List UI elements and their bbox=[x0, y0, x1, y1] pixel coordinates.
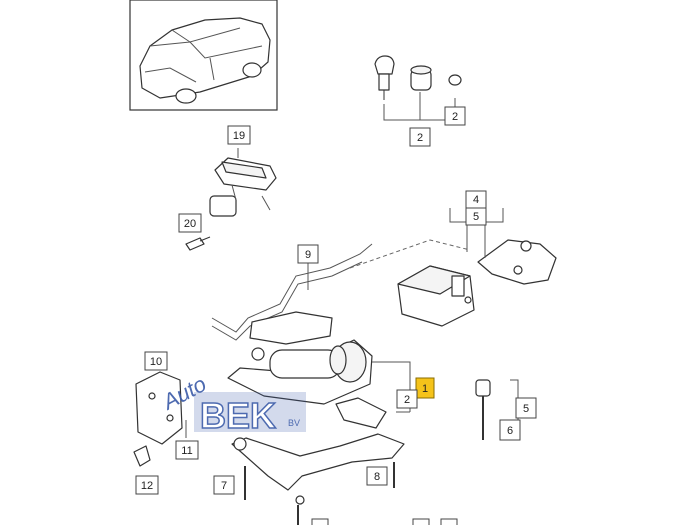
callout-20[interactable]: 20 bbox=[178, 213, 202, 233]
compressor-assembly bbox=[227, 311, 411, 413]
callout-10[interactable]: 10 bbox=[144, 351, 168, 371]
callout-label: 12 bbox=[141, 480, 153, 492]
callout-partial bbox=[440, 518, 458, 525]
callout-12[interactable]: 12 bbox=[135, 475, 159, 495]
side-bracket bbox=[133, 371, 187, 467]
valve-block bbox=[397, 206, 557, 327]
callout-5a[interactable]: 5 bbox=[465, 207, 487, 226]
callout-label: 5 bbox=[523, 403, 529, 415]
callout-label: 2 bbox=[417, 132, 423, 144]
callout-4[interactable]: 4 bbox=[465, 190, 487, 209]
callout-label: 7 bbox=[221, 480, 227, 492]
bolt-20 bbox=[185, 236, 211, 251]
callout-2b[interactable]: 2 bbox=[396, 389, 418, 409]
callout-label: 20 bbox=[184, 218, 196, 230]
callout-9[interactable]: 9 bbox=[297, 244, 319, 264]
callout-6[interactable]: 6 bbox=[499, 419, 521, 441]
callout-1[interactable]: 1 bbox=[415, 377, 435, 399]
callout-label: 10 bbox=[150, 356, 162, 368]
callout-label: 9 bbox=[305, 249, 311, 261]
callout-label: 11 bbox=[181, 445, 192, 457]
callout-3[interactable]: 2 bbox=[444, 106, 466, 126]
callout-label: 1 bbox=[422, 383, 428, 395]
watermark-suffix: BV bbox=[288, 418, 300, 428]
callout-label: 5 bbox=[473, 211, 479, 223]
callout-label: 19 bbox=[233, 130, 245, 142]
callout-7[interactable]: 7 bbox=[213, 475, 235, 495]
callout-label: 4 bbox=[473, 194, 479, 206]
level-sensor bbox=[209, 148, 277, 217]
callout-19[interactable]: 19 bbox=[227, 125, 251, 145]
callout-8[interactable]: 8 bbox=[366, 466, 388, 486]
watermark-main: BEK bbox=[200, 395, 276, 436]
callout-label: 8 bbox=[374, 471, 380, 483]
mounting-bracket bbox=[231, 397, 405, 525]
callout-label: 2 bbox=[404, 394, 410, 406]
sensor-fasteners bbox=[374, 55, 462, 121]
air-pipe bbox=[211, 239, 471, 341]
callout-partial bbox=[412, 518, 430, 525]
vehicle-thumbnail bbox=[129, 0, 278, 111]
watermark-logo: Auto BEK BV bbox=[157, 371, 306, 437]
callout-label: 2 bbox=[452, 111, 458, 123]
callout-label: 6 bbox=[507, 425, 513, 437]
callout-11[interactable]: 11 bbox=[175, 440, 199, 460]
callout-2a[interactable]: 2 bbox=[409, 127, 431, 147]
callout-5b[interactable]: 5 bbox=[515, 397, 537, 419]
callout-partial bbox=[311, 518, 329, 525]
